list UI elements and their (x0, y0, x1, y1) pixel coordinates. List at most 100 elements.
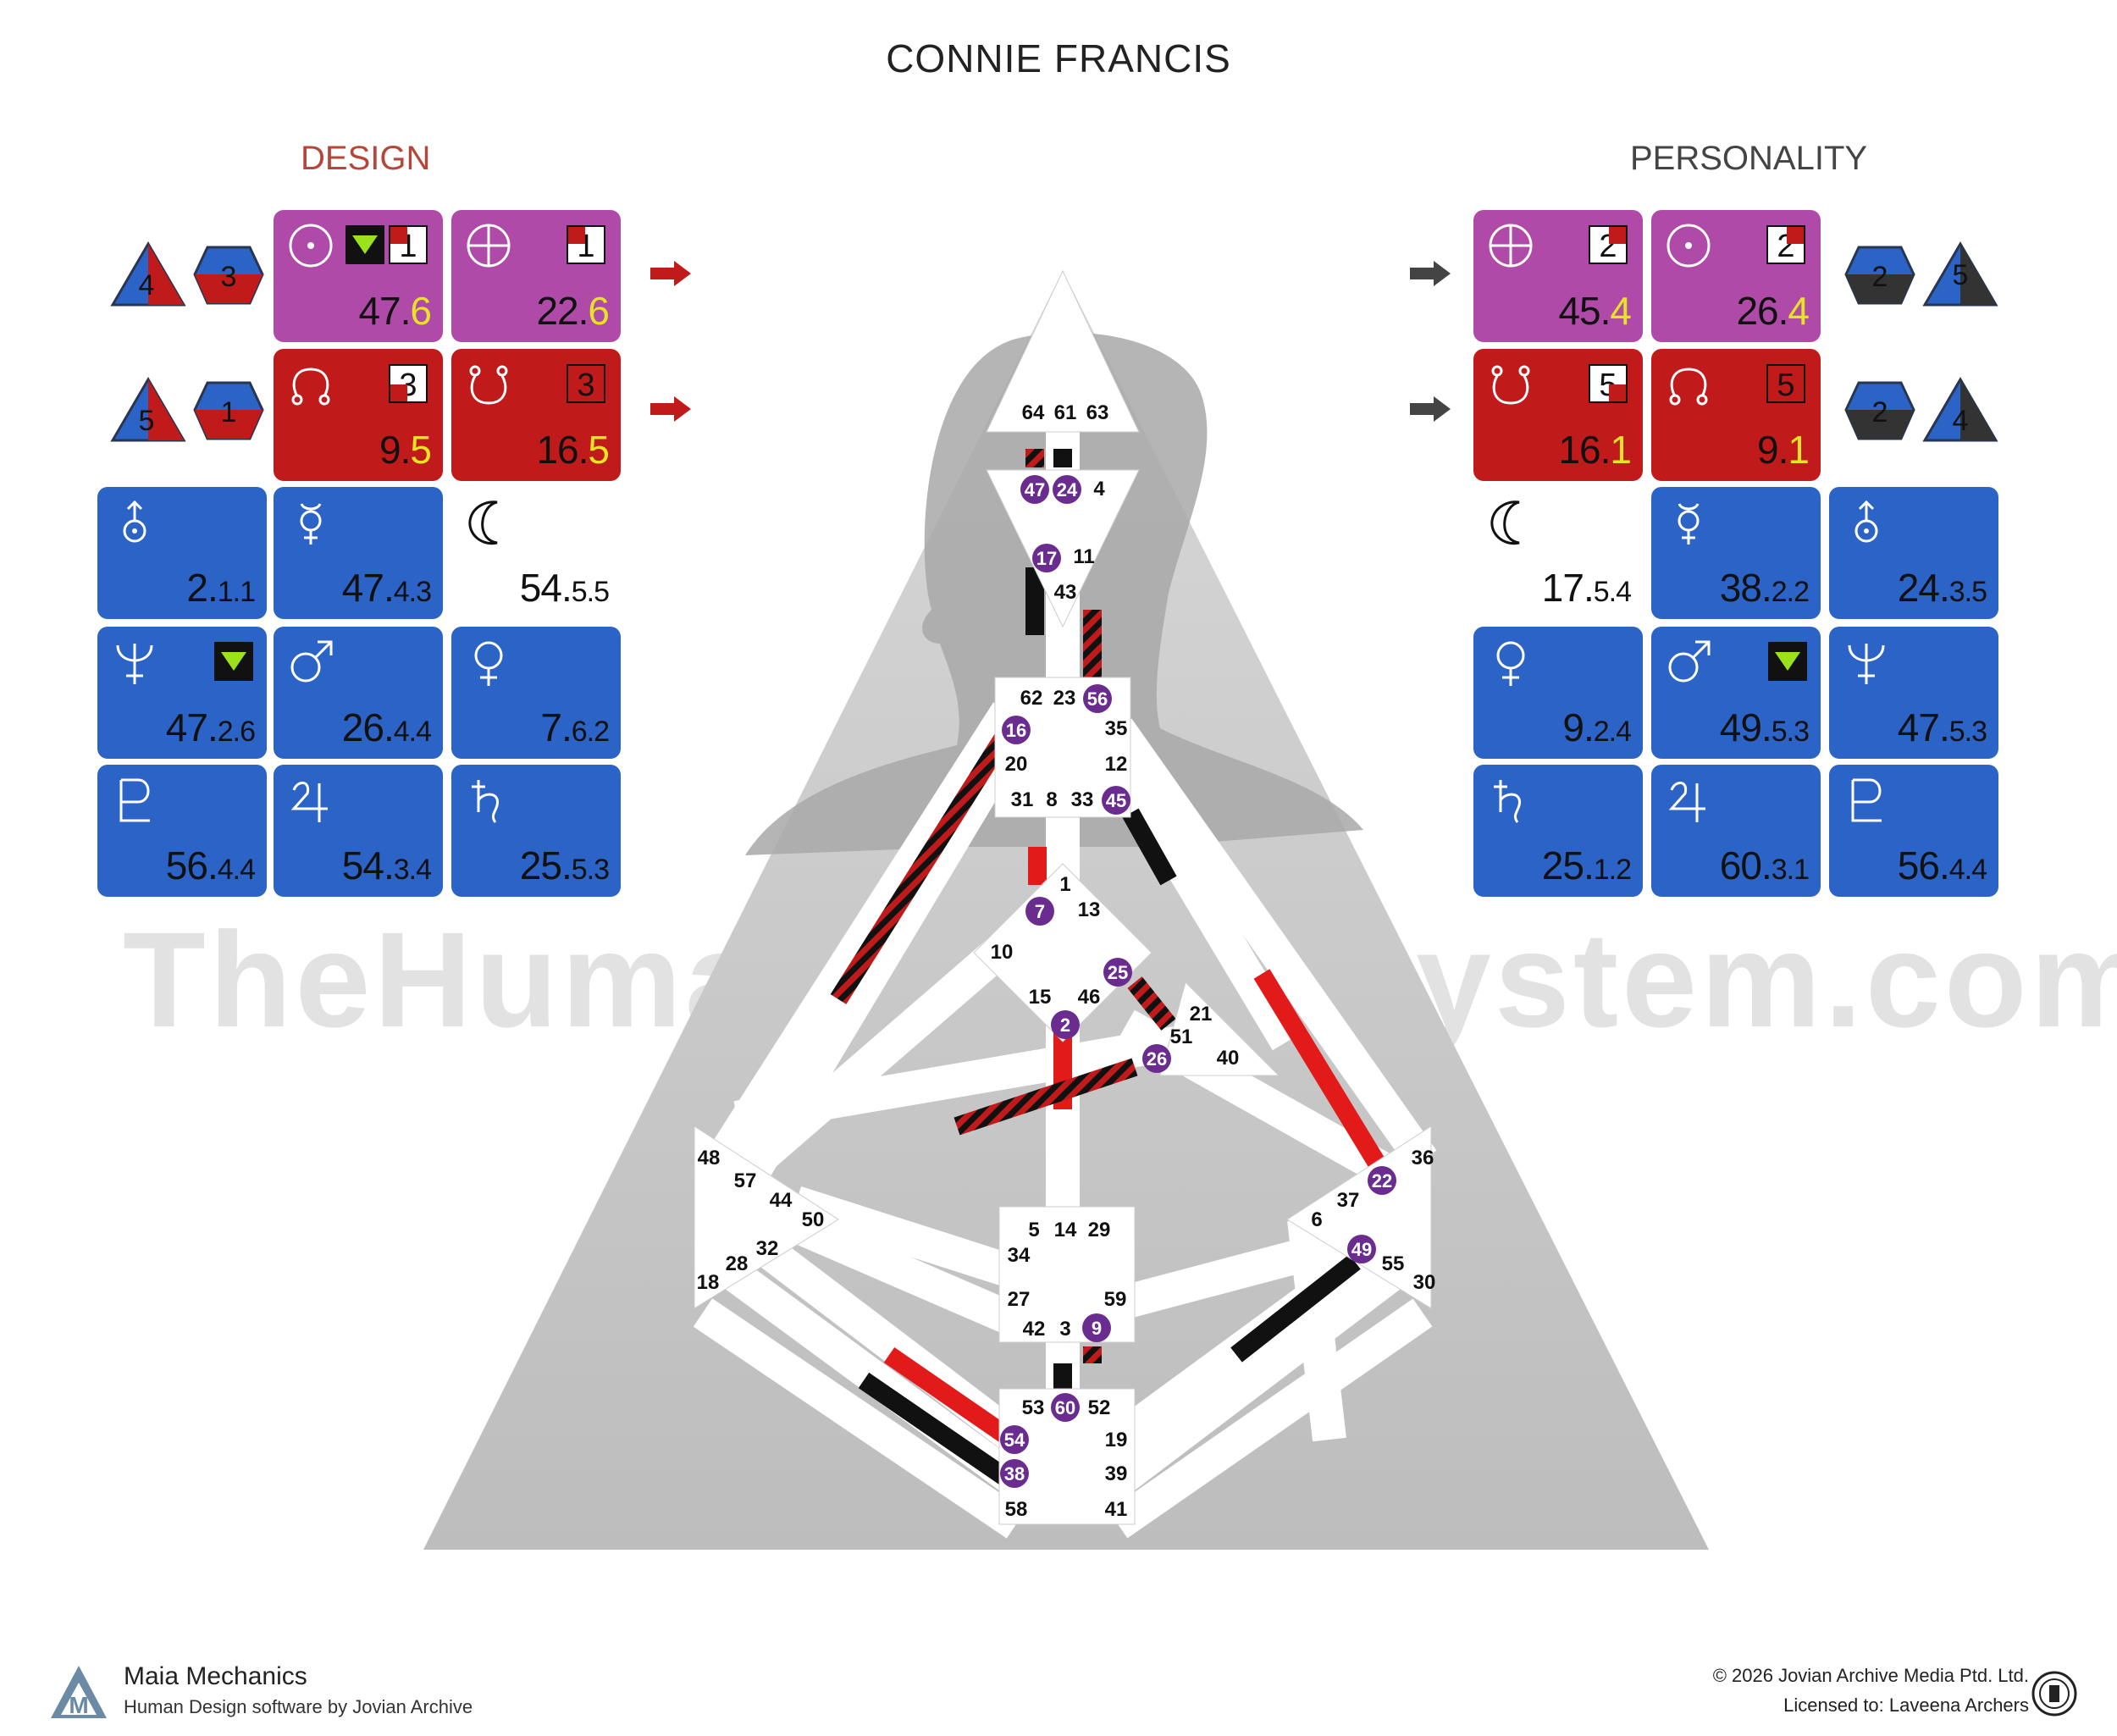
line-number: 3 (577, 368, 595, 403)
line-value: 6.2 (571, 716, 610, 748)
personality-pluto-card: 56.4.4 (1829, 765, 1998, 897)
gate-value: 56. (1897, 843, 1950, 887)
gate-5: 5 (1028, 1219, 1039, 1241)
svg-text:5: 5 (139, 405, 155, 437)
chart-title: CONNIE FRANCIS (886, 36, 1231, 80)
personality-heading: PERSONALITY (1630, 140, 1868, 177)
design-north-node-card: 3 16.5 (451, 349, 621, 481)
personality-south-node-card: 5 9.1 (1651, 349, 1821, 481)
gate-51: 51 (1170, 1026, 1193, 1048)
line-value: 2.6 (217, 716, 256, 748)
svg-text:25: 25 (1108, 962, 1128, 983)
line-value: 6 (588, 289, 610, 333)
gate-59: 59 (1104, 1288, 1127, 1311)
gate-value: 2. (186, 566, 218, 610)
line-value: 6 (410, 289, 432, 333)
gate-14: 14 (1054, 1219, 1077, 1241)
gate-value: 25. (1541, 843, 1595, 887)
arrow-right-icon (1410, 396, 1451, 422)
venus-icon (1496, 641, 1525, 686)
line-value: 1 (1788, 428, 1810, 472)
line-value: 1.1 (217, 576, 256, 608)
gate-value: 60. (1719, 843, 1772, 887)
svg-text:9: 9 (1092, 1318, 1102, 1339)
gate-1: 1 (1059, 873, 1070, 896)
arrow-right-icon (1410, 261, 1451, 286)
design-venus-card: 7.6.2 (451, 627, 621, 759)
license: Licensed to: Laveena Archers (1783, 1695, 2029, 1716)
personality-mercury-card: 38.2.2 (1651, 487, 1821, 619)
personality-venus-card: 9.2.4 (1473, 627, 1643, 759)
gate-19: 19 (1105, 1429, 1128, 1451)
green-triangle-icon (214, 642, 253, 681)
gate-value: 49. (1719, 705, 1772, 749)
gate-11: 11 (1073, 545, 1094, 568)
gate-43: 43 (1054, 581, 1077, 604)
mars-icon (290, 640, 333, 683)
gate-40: 40 (1217, 1047, 1240, 1070)
svg-text:56: 56 (1087, 688, 1108, 710)
line-value: 5 (410, 428, 432, 472)
gate-10: 10 (991, 941, 1014, 964)
brand-tagline: Human Design software by Jovian Archive (124, 1696, 473, 1717)
gate-52: 52 (1088, 1396, 1111, 1419)
design-jupiter-card: 54.3.4 (274, 765, 443, 897)
gate-value: 47. (165, 705, 218, 749)
design-saturn-card: 25.5.3 (451, 765, 621, 897)
gate-value: 26. (341, 705, 395, 749)
gate-28: 28 (726, 1252, 749, 1275)
svg-text:7: 7 (1035, 901, 1045, 922)
gate-8: 8 (1046, 788, 1057, 811)
line-value: 5 (588, 428, 610, 472)
gate-value: 17. (1541, 566, 1595, 610)
gate-61: 61 (1054, 401, 1077, 424)
design-sun-card: 1 47.6 (274, 210, 443, 342)
gate-34: 34 (1008, 1244, 1031, 1267)
svg-text:M: M (69, 1692, 88, 1718)
line-value: 4.4 (1948, 854, 1987, 886)
gate-21: 21 (1190, 1003, 1213, 1026)
gate-12: 12 (1105, 753, 1128, 776)
svg-text:45: 45 (1106, 790, 1126, 811)
gate-50: 50 (802, 1208, 825, 1231)
gate-39: 39 (1105, 1462, 1128, 1485)
gate-value: 47. (358, 289, 411, 333)
gate-20: 20 (1005, 753, 1028, 776)
svg-text:16: 16 (1006, 720, 1026, 741)
personality-sun-card: 2 26.4 (1651, 210, 1821, 342)
active-segments (830, 449, 1389, 1490)
gate-value: 16. (536, 428, 589, 472)
svg-text:24: 24 (1057, 479, 1078, 500)
gate-value: 47. (341, 566, 395, 610)
gate-value: 45. (1558, 289, 1611, 333)
gate-29: 29 (1088, 1219, 1111, 1241)
gate-15: 15 (1029, 986, 1052, 1009)
personality-saturn-card: 25.1.2 (1473, 765, 1643, 897)
gate-value: 22. (536, 289, 589, 333)
neptune-icon (1848, 644, 1885, 684)
line-value: 4.4 (217, 854, 256, 886)
design-south-node-card: 3 9.5 (274, 349, 443, 481)
design-badges: 4 3 5 1 (110, 241, 264, 442)
gate-value: 47. (1897, 705, 1950, 749)
svg-text:4: 4 (1953, 405, 1969, 437)
gate-42: 42 (1023, 1318, 1046, 1341)
uranus-icon (1854, 500, 1878, 543)
svg-text:2: 2 (1872, 396, 1888, 428)
gate-30: 30 (1413, 1271, 1436, 1294)
line-value: 5.3 (571, 854, 610, 886)
head-center (986, 269, 1140, 433)
line-value: 1 (1610, 428, 1632, 472)
earth-icon (1489, 224, 1533, 268)
line-value: 2.4 (1593, 716, 1632, 748)
jupiter-icon (1668, 782, 1705, 822)
gate-53: 53 (1022, 1396, 1045, 1419)
design-neptune-card: 47.2.6 (97, 627, 267, 759)
solar-plexus-center (1286, 1125, 1432, 1309)
svg-text:38: 38 (1004, 1463, 1025, 1484)
svg-text:26: 26 (1147, 1048, 1167, 1070)
svg-text:22: 22 (1372, 1170, 1392, 1191)
gate-value: 54. (519, 566, 572, 610)
gate-value: 56. (165, 843, 218, 887)
